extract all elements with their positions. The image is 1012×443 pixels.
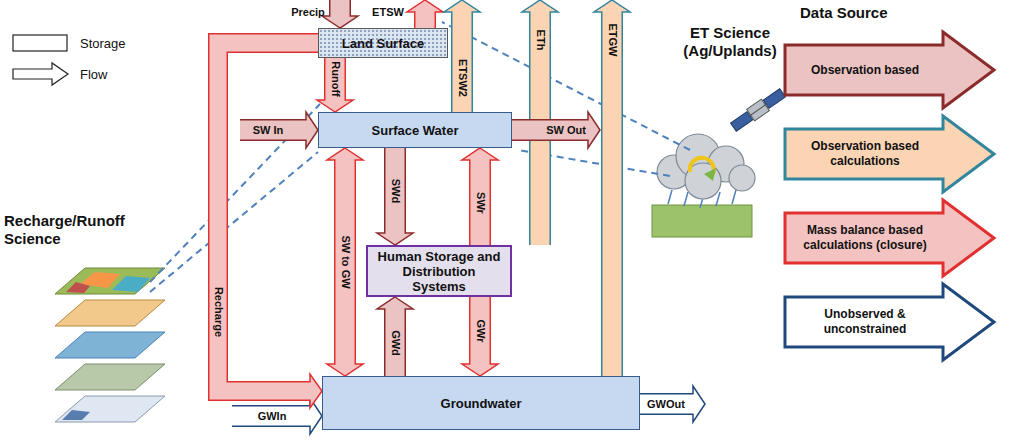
flow-arrow [462,148,498,245]
flow-sample [12,62,70,86]
legend-title: Data Source [800,4,960,22]
flow-label: Recharge [212,286,225,338]
flow-arrow [377,297,413,376]
legend-label: Observation based [789,45,941,95]
flow-label: ETGW [606,23,619,58]
arrow-fill [453,10,472,112]
storage-box: Groundwater [322,376,640,430]
flow-label: Runoff [329,60,342,97]
et-arrow [444,0,480,112]
flow-arrows [232,0,705,434]
flow-label: SWr [474,191,487,215]
inflow-arrow [232,398,322,434]
storage-name: Human Storage and Distribution Systems [374,249,504,294]
satellite [729,87,786,133]
swatch-shape [13,35,67,51]
science-heading: Recharge/Runoff Science [4,212,154,248]
storage-name: Surface Water [372,123,459,138]
swatch-shape [13,63,68,85]
et-cloud-icon [652,87,787,237]
storage-name: Land Surface [342,36,424,51]
arrow-fill [386,148,405,235]
arrow-fill [471,297,490,366]
arrow-fill [326,58,345,102]
flow-label: GWd [389,329,402,357]
flow-label: GWOut [646,398,686,411]
et-arrow [407,0,443,28]
map-layer [55,396,165,422]
arrow-fill [471,158,490,245]
inflow-arrow [240,112,318,148]
land-surface-box: Land Surface [318,28,448,58]
swatch-shape [785,200,994,276]
arrow-fill [331,0,350,18]
map-patch [66,282,90,293]
connectors [218,43,498,408]
map-patch [62,410,90,420]
storage-sample [12,34,68,52]
legend-label: Observation based calculations [789,129,941,179]
arrow-fill [640,395,695,414]
flow-arrow [218,43,322,408]
flow-label: SW In [252,124,285,137]
map-patch [112,276,150,292]
map-layer [55,300,165,326]
gis-layer-stack [55,268,165,422]
flow-label: Precip [290,6,326,19]
map-layer [55,332,165,358]
flow-label: ETSW2 [456,58,469,98]
flow-label: GWr [474,318,487,343]
arrow-fill [218,43,318,391]
arrow-fill [240,121,308,140]
flow-label: SW Out [545,124,587,137]
map-layer [55,364,165,390]
swatch-shape [785,284,994,360]
legend-label: Mass balance based calculations (closure… [789,213,941,263]
leader-line [150,152,318,292]
legend-label: Storage [80,36,126,51]
flow-label: ETh [534,29,547,52]
leader-line [150,104,320,282]
science-heading: ET Science (Ag/Uplands) [668,24,792,60]
swatch-shape [785,116,994,192]
swatch-shape [785,32,994,108]
arrow-fill [416,10,435,28]
crop-field [652,205,752,237]
flow-label: ETSW [371,6,405,19]
storage-name: Groundwater [441,396,522,411]
flow-arrow [327,148,363,376]
storage-box: Surface Water [318,112,512,148]
legend-label: Unobserved & unconstrained [789,297,941,347]
flow-label: SW to GW [339,234,352,289]
arrow-fill [512,121,590,140]
outflow-arrow [512,112,600,148]
arrow-fill [603,10,622,376]
flow-label: GWIn [257,410,288,423]
flow-arrow [462,297,498,376]
precip-arrow [322,0,358,28]
et-arrow [594,0,630,376]
cloud [657,134,755,199]
arrow-fill [386,307,405,376]
outflow-arrow [640,386,705,422]
legend-label: Flow [80,67,107,82]
arrow-outline [218,43,318,391]
storage-box: Human Storage and Distribution Systems [366,245,512,297]
cycle-arrow-head [704,168,716,181]
flow-label: SWd [389,177,402,203]
flow-arrow [377,148,413,245]
arrow-fill [336,158,355,366]
flow-arrow [317,58,353,112]
arrow-fill [232,407,312,426]
map-layer [55,268,165,294]
